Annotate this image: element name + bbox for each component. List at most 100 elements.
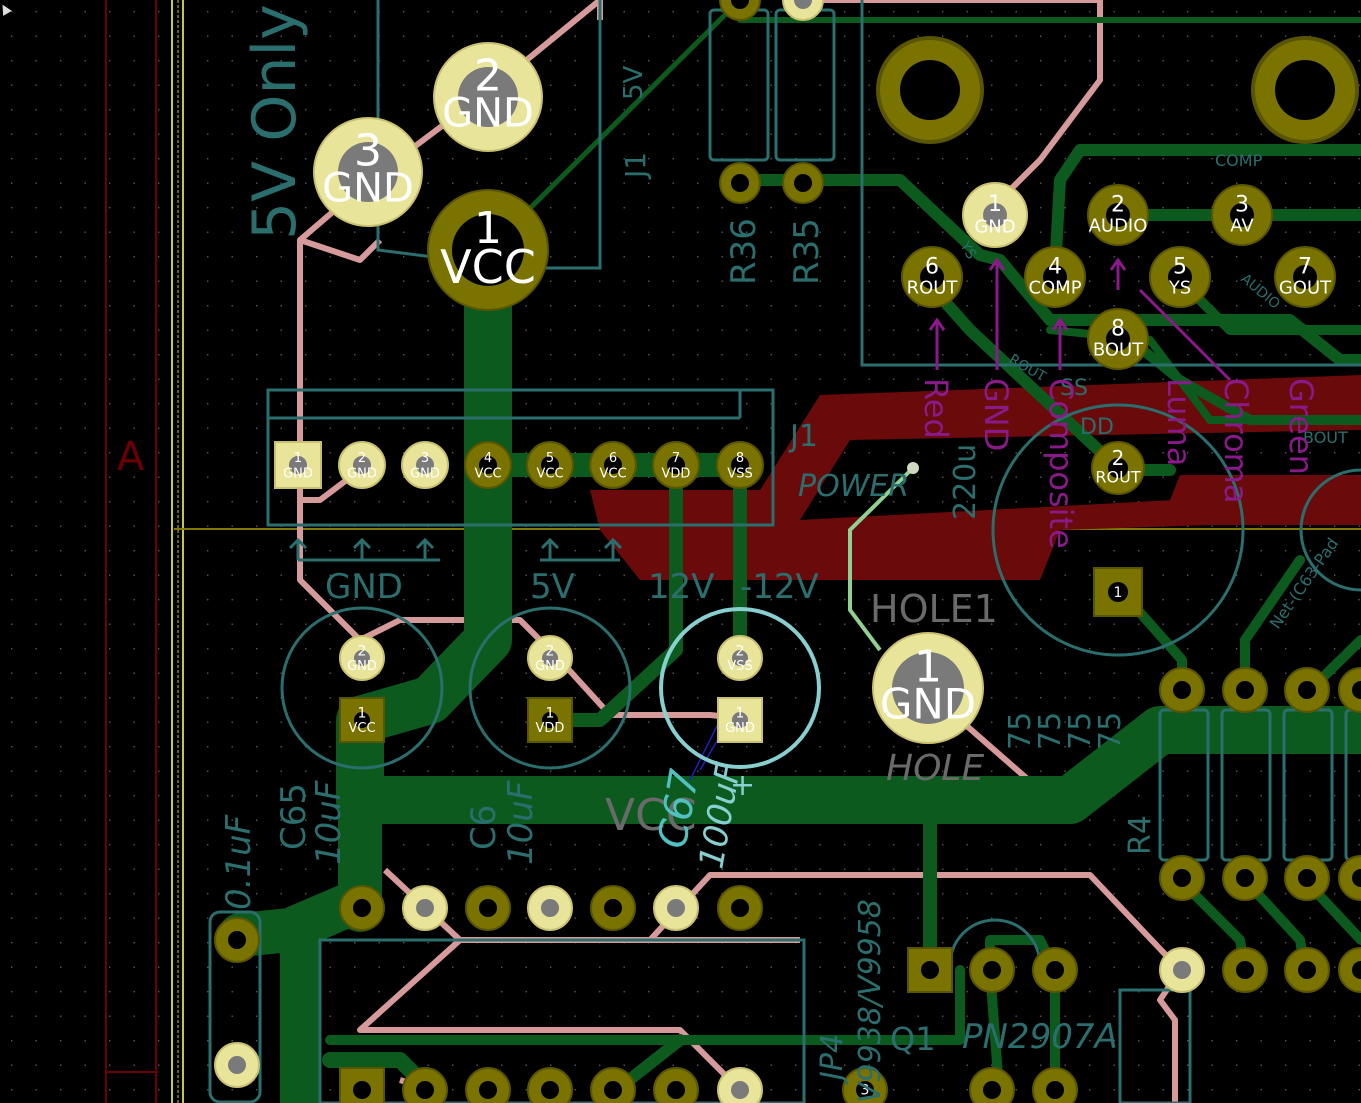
label-red: Red <box>917 378 955 439</box>
pad-net-label: VCC <box>536 467 563 482</box>
ic-pin-b-4[interactable] <box>590 1067 636 1103</box>
side-pad-b[interactable] <box>214 1042 260 1088</box>
ic-pin-2[interactable] <box>465 885 511 931</box>
row-pad-0[interactable] <box>1159 947 1205 993</box>
video-pin-5[interactable]: 5YS <box>1149 246 1211 308</box>
q1-pad-z[interactable] <box>1032 1067 1078 1103</box>
silk-j1-5v: 5V <box>619 65 649 100</box>
ic-pin-b-0[interactable] <box>339 1067 385 1103</box>
pad-net-label: VDD <box>662 467 691 482</box>
r35-pad-top[interactable] <box>782 0 824 21</box>
q1-pad-y[interactable] <box>969 1067 1015 1103</box>
r36-pad[interactable] <box>719 162 761 204</box>
airwire-end <box>907 462 919 474</box>
q1-pad-1[interactable] <box>907 947 953 993</box>
row-pad-1[interactable] <box>1222 947 1268 993</box>
pad-net-label: GND <box>880 679 976 728</box>
resistor-pad-top-2[interactable] <box>1284 667 1330 713</box>
ic-pin-6[interactable] <box>717 885 763 931</box>
label-green: Green <box>1282 378 1320 475</box>
pads-layer: 2GND3GND1VCC1GND2GND3GND4VCC5VCC6VCC7VDD… <box>214 0 1361 1103</box>
silk-01uf: 0.1uF <box>219 814 259 910</box>
misc-pad-1[interactable]: 1 <box>1093 567 1143 617</box>
pad-number: 3 <box>1235 192 1249 217</box>
pad-net-label: VCC <box>599 467 626 482</box>
silk-c65: C65 <box>274 783 314 850</box>
resistor-pad-bottom-3[interactable] <box>1338 855 1361 901</box>
back-copper-zone <box>590 375 1361 580</box>
q1-pad-2[interactable] <box>969 947 1015 993</box>
pad-net-label: GND <box>283 467 313 482</box>
edge-label-a: A <box>117 434 145 480</box>
pad-number: 2 <box>1111 192 1125 217</box>
ic-pin-b-3[interactable] <box>527 1067 573 1103</box>
pad-number: 2 <box>736 643 745 659</box>
r36-pad-top[interactable] <box>719 0 761 21</box>
ic-pin-b-5[interactable] <box>653 1067 699 1103</box>
resistor-pad-bottom-2[interactable] <box>1284 855 1330 901</box>
pad-net-label: VCC <box>348 721 375 736</box>
resistor-pad-bottom-0[interactable] <box>1159 855 1205 901</box>
ic-pin-b-1[interactable] <box>402 1067 448 1103</box>
label-chroma: Chroma <box>1217 378 1255 503</box>
row-pad-3[interactable] <box>1338 947 1361 993</box>
pad-number: 2 <box>1112 446 1125 470</box>
r35-pad[interactable] <box>782 162 824 204</box>
resistor-pad-top-1[interactable] <box>1222 667 1268 713</box>
pad-net-label: AV <box>1230 216 1254 237</box>
ic-pin-5[interactable] <box>653 885 699 931</box>
pad-net-label: ROUT <box>1095 467 1140 486</box>
silk-m12v: -12V <box>740 567 819 607</box>
pad-number: 5 <box>1173 254 1187 279</box>
silk-75b: 75 <box>1033 712 1068 750</box>
silk-j1: J1 <box>619 152 652 180</box>
side-pad-a[interactable] <box>214 917 260 963</box>
silk-12v: 12V <box>648 567 715 607</box>
ic-pin-0[interactable] <box>339 885 385 931</box>
q1-pad-3[interactable] <box>1032 947 1078 993</box>
pad-net-label: ROUT <box>907 278 959 299</box>
resistor-pad-bottom-1[interactable] <box>1222 855 1268 901</box>
pad-number: 3 <box>354 126 382 177</box>
ic-pin-1[interactable] <box>402 885 448 931</box>
resistor-pad-top-0[interactable] <box>1159 667 1205 713</box>
ic-pin-4[interactable] <box>590 885 636 931</box>
ic-pin-b-6[interactable] <box>717 1067 763 1103</box>
silk-c65-val: 10uF <box>309 780 349 865</box>
resistor-pad-top-3[interactable] <box>1338 667 1361 713</box>
pad-net-label: GND <box>347 467 377 482</box>
row-pad-2[interactable] <box>1284 947 1330 993</box>
q1-pad-x[interactable]: 3 <box>842 1067 888 1103</box>
pad-net-label: GND <box>442 91 534 137</box>
video-pin-3[interactable]: 3AV <box>1211 184 1273 246</box>
ic-pin-b-2[interactable] <box>465 1067 511 1103</box>
silk-r36: R36 <box>724 218 764 285</box>
ic-pin-3[interactable] <box>527 885 573 931</box>
